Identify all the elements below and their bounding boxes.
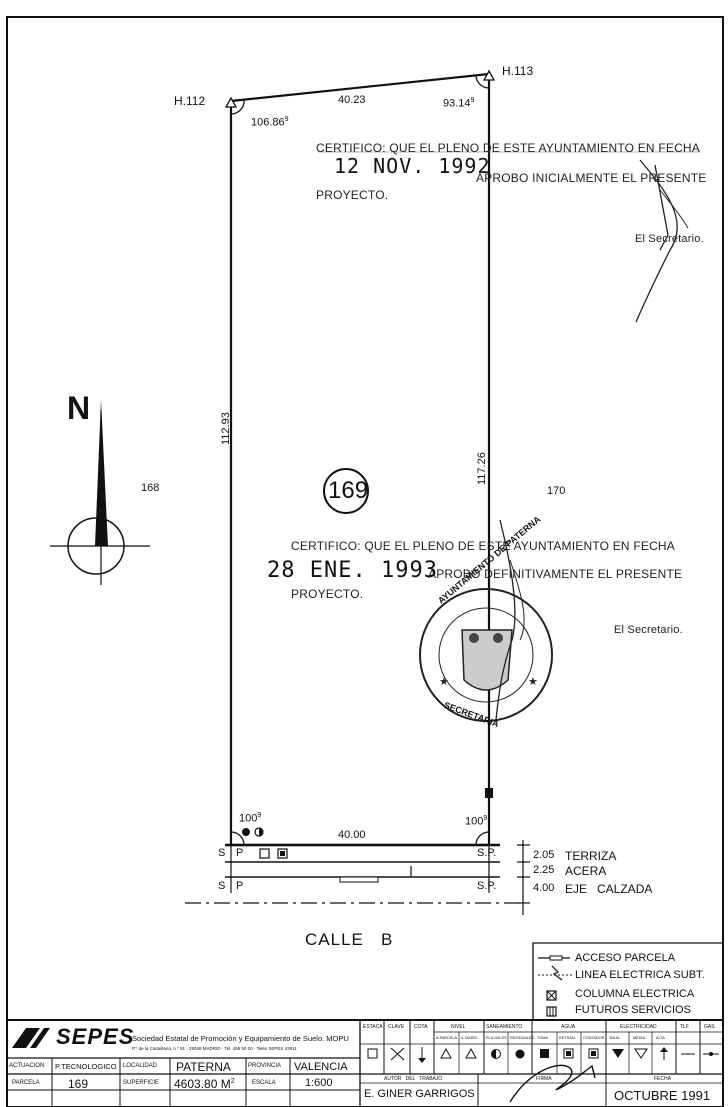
certificate-2-secretary: El Secretario. [614,624,683,636]
escala-value: 1:600 [305,1077,333,1089]
legend-future-services-label: FUTUROS SERVICIOS [575,1004,691,1016]
superficie-value: 4603.80 M2 [174,1077,235,1091]
sub-baja: BAJA [610,1036,620,1040]
section-label-1: TERRIZA [565,849,617,863]
angle-top-left: 106.869 [251,116,289,129]
header-saneamiento: SANEAMIENTO [486,1024,523,1030]
dimension-top: 40.23 [338,94,366,106]
actuacion-value: P.TECNOLOGICO [55,1062,117,1071]
future-services-icon [546,1006,557,1017]
sub-contador: CONTADOR [583,1036,605,1040]
section-width-1: 2.05 [533,849,555,861]
escala-label: ESCALA [252,1080,276,1086]
street-marker-left-1: S [218,847,226,859]
header-cota: COTA [414,1024,428,1030]
sub-retran: RETRAN. [559,1036,576,1040]
certificate-1-date: 12 NOV. 1992 [334,154,491,178]
parcel-number: 169 [328,477,369,504]
sub-residuales: RESIDUALES [510,1036,535,1040]
localidad-value: PATERNA [176,1060,231,1074]
company-address: P.º de la Castellana, n.º 91 · 28046 MAD… [132,1046,297,1051]
certificate-2-line3: PROYECTO. [291,587,364,601]
municipal-seal: ★ ★ [419,519,553,722]
angle-bottom-left: 1009 [239,812,262,825]
header-tlf: TLF [680,1024,689,1030]
certificate-1-line3: PROYECTO. [316,188,389,202]
street-name: CALLE B [305,930,394,949]
sub-aparcela: A.PARCELA [436,1036,458,1040]
sepes-logo-text: SEPES [56,1024,135,1049]
street-marker-right-2: S.P. [477,880,497,892]
parcel-number-circle [323,468,369,514]
header-estaca: ESTACA [363,1024,383,1030]
author-signature [509,1064,596,1103]
provincia-label: PROVINCIA [248,1063,282,1069]
parcela-value: 169 [68,1077,89,1091]
dimension-left: 112.93 [220,412,232,445]
access-icon [538,955,570,961]
sub-pluviales: PLUVIALES [486,1036,507,1040]
svg-text:★: ★ [528,676,538,688]
electric-column-icon [546,990,557,1001]
certificate-1-line2: APROBO INICIALMENTE EL PRESENTE [476,171,707,185]
certificate-1-line1: CERTIFICO: QUE EL PLENO DE ESTE AYUNTAMI… [316,141,701,155]
parcela-label: PARCELA [12,1080,40,1086]
firma-label: FIRMA [536,1076,552,1082]
superficie-label: SUPERFICIE [123,1080,160,1086]
autor-value: E. GINER GARRIGOS [364,1088,475,1100]
sub-media: MEDIA [633,1036,646,1040]
neighbor-parcel-left: 168 [141,482,160,494]
section-width-2: 2.25 [533,864,555,876]
localidad-label: LOCALIDAD [123,1063,158,1069]
section-label-2: ACERA [565,864,607,878]
actuacion-label: ACTUACION [9,1063,45,1069]
section-label-3: EJE CALZADA [565,882,653,896]
angle-bottom-right: 1009 [465,815,488,828]
vertex-h113-label: H.113 [502,64,534,78]
company-name: Sociedad Estatal de Promoción y Equipami… [132,1034,349,1043]
certificate-2-line2: APROBO DEFINITIVAMENTE EL PRESENTE [428,567,683,581]
sub-alta: ALTA [656,1036,665,1040]
angle-top-right: 93.149 [443,97,475,110]
certificate-2-line1: CERTIFICO: QUE EL PLENO DE ESTE AYUNTAMI… [291,539,676,553]
legend-electric-column-label: COLUMNA ELECTRICA [575,988,695,1000]
dimension-bottom: 40.00 [338,829,366,841]
header-nivel: NIVEL [451,1024,466,1030]
fecha-label: FECHA [654,1076,671,1082]
north-arrow [50,400,150,585]
street-marker-left-1p: P [236,847,244,859]
street-marker-left-2: S [218,880,226,892]
north-label: N [67,390,91,426]
header-agua: AGUA [561,1024,576,1030]
electric-line-icon [538,965,572,981]
legend-electric-line-label: LINEA ELECTRICA SUBT. [575,969,705,981]
header-electricidad: ELECTRICIDAD [620,1024,657,1030]
vertex-h112-triangle [224,96,238,108]
header-clave: CLAVE [388,1024,405,1030]
neighbor-parcel-right: 170 [547,485,566,497]
sub-aviario: A.VIARIO [461,1036,478,1040]
sub-toma: TOMA [537,1036,548,1040]
sepes-logo [12,1028,50,1048]
autor-label: AUTOR DEL TRABAJO [384,1076,443,1082]
street-marker-left-2p: P [236,880,244,892]
section-width-3: 4.00 [533,882,555,894]
legend-access-label: ACCESO PARCELA [575,952,676,964]
svg-text:★: ★ [439,676,449,688]
street-marker-right-1: S.P. [477,847,497,859]
vertex-h113-triangle [482,69,496,81]
dimension-right: 117.26 [476,452,488,485]
vertex-h112-label: H.112 [174,94,206,108]
fecha-value: OCTUBRE 1991 [614,1088,711,1103]
certificate-1-secretary: El Secretario. [635,233,704,245]
certificate-2-date: 28 ENE. 1993 [267,558,438,583]
provincia-value: VALENCIA [294,1061,348,1073]
header-gas: GAS [704,1024,715,1030]
